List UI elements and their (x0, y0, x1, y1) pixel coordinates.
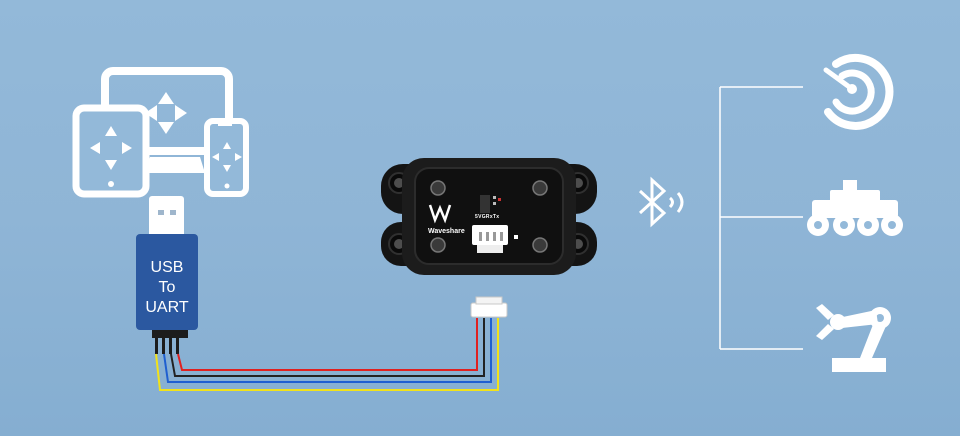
lidar-icon (823, 53, 894, 130)
target-bracket (719, 86, 803, 350)
module-brand: Waveshare (428, 228, 465, 235)
usb-label-line3: UART (145, 299, 189, 316)
robot-car-icon (807, 180, 903, 236)
module-pin-labels: 5VGRxTx (475, 214, 500, 220)
usb-label-line1: USB (150, 259, 184, 276)
usb-to-uart-adapter (136, 196, 198, 354)
cable-connector (470, 296, 508, 318)
robot-arm-icon (816, 304, 891, 372)
uart-wires (155, 318, 499, 391)
usb-label-line2: To (158, 279, 176, 296)
usb-to-uart-label: USB To UART (137, 258, 197, 318)
sensor-module (381, 158, 597, 275)
bluetooth-icon (638, 176, 684, 228)
devices-icon (72, 67, 249, 198)
